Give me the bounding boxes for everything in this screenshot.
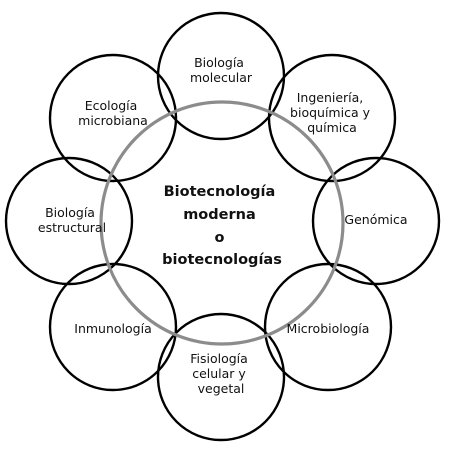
node-label-line: Ecología xyxy=(85,98,138,113)
node-label-line: molecular xyxy=(190,70,253,85)
node-label-microbiologia: Microbiología xyxy=(287,321,370,336)
center-label-line: biotecnologías xyxy=(162,252,282,268)
node-label-line: celular y xyxy=(192,366,246,381)
node-circle-ecologia-microbiana xyxy=(48,53,178,183)
node-label-biologia-estructural: Biología estructural xyxy=(38,205,106,235)
center-label-line: Biotecnología xyxy=(164,184,276,200)
node-label-inmunologia: Inmunología xyxy=(74,321,151,336)
node-circle-fisiologia xyxy=(156,312,286,442)
node-circle-genomica xyxy=(311,156,441,286)
node-label-line: estructural xyxy=(38,220,106,235)
node-label-genomica: Genómica xyxy=(344,212,407,227)
node-label-line: Ingeniería, xyxy=(297,90,364,105)
node-label-line: Inmunología xyxy=(74,321,151,336)
node-label-line: Biología xyxy=(194,55,244,70)
node-label-line: Microbiología xyxy=(287,321,370,336)
central-circle xyxy=(99,100,345,346)
node-label-ecologia-microbiana: Ecología microbiana xyxy=(78,98,148,128)
center-label: Biotecnología moderna o biotecnologías xyxy=(162,184,282,268)
node-circle-ingenieria xyxy=(267,53,397,183)
node-circle-biologia-estructural xyxy=(4,156,134,286)
node-label-biologia-molecular: Biología molecular xyxy=(190,55,253,85)
node-label-line: bioquímica y xyxy=(290,105,371,120)
node-circle-microbiologia xyxy=(263,262,393,392)
node-circle-inmunologia xyxy=(48,262,178,392)
node-label-line: Fisiología xyxy=(190,351,248,366)
node-label-line: vegetal xyxy=(198,381,245,396)
node-label-line: microbiana xyxy=(78,113,148,128)
node-label-line: Genómica xyxy=(344,212,407,227)
node-label-line: Biología xyxy=(45,205,95,220)
node-label-fisiologia: Fisiología celular y vegetal xyxy=(190,351,252,396)
node-label-line: química xyxy=(307,120,357,135)
node-label-ingenieria: Ingeniería, bioquímica y química xyxy=(290,90,374,135)
center-label-line: o xyxy=(214,230,224,246)
center-label-line: moderna xyxy=(183,207,256,223)
